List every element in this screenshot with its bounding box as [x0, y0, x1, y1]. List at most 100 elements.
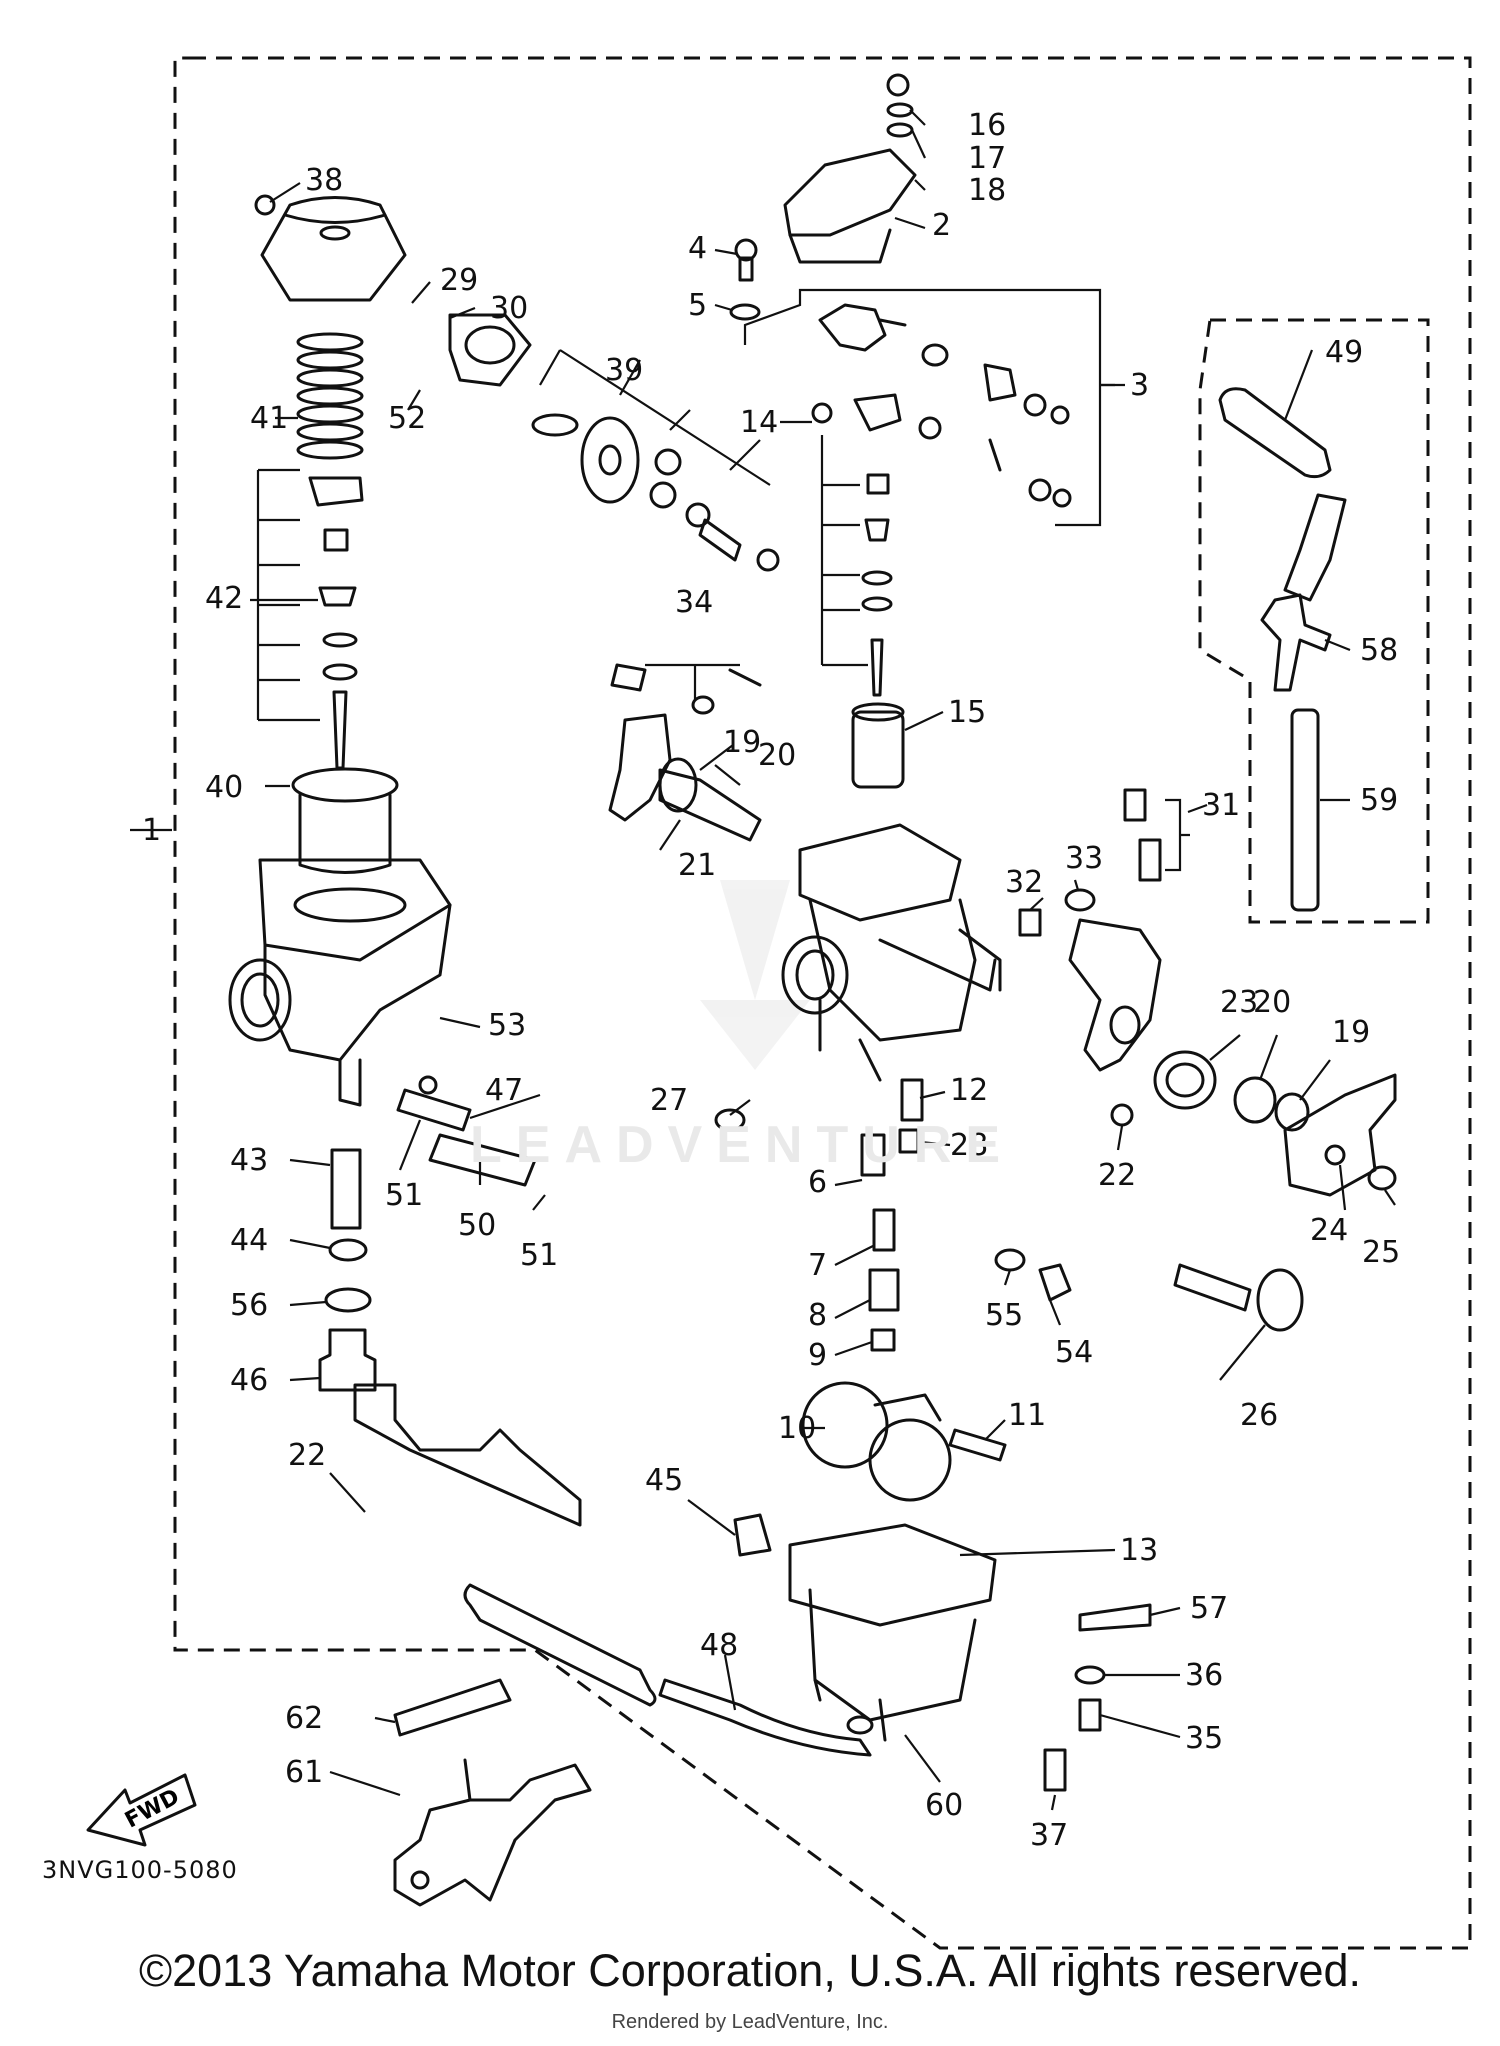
callout-44: 44: [230, 1223, 268, 1258]
callout-62: 62: [285, 1701, 323, 1736]
callout-55: 55: [985, 1298, 1023, 1333]
callout-19b: 19: [1332, 1015, 1370, 1050]
callout-7: 7: [808, 1248, 827, 1283]
callout-46: 46: [230, 1363, 268, 1398]
callout-21: 21: [678, 848, 716, 883]
left-carburetor-body: [228, 767, 452, 1107]
callout-28: 28: [950, 1128, 988, 1163]
piston-spring: [296, 332, 364, 460]
callout-32: 32: [1005, 865, 1043, 900]
callout-34: 34: [675, 585, 713, 620]
callout-48: 48: [700, 1628, 738, 1663]
small-fittings: [418, 1075, 1134, 1302]
main-carburetor-body: [781, 823, 1002, 1082]
bowl-fasteners: [846, 1603, 1152, 1792]
diagram-part-code: 3NVG100-5080: [42, 1856, 238, 1884]
callout-57: 57: [1190, 1591, 1228, 1626]
callout-47: 47: [485, 1073, 523, 1108]
bracket-39: [539, 349, 771, 486]
callout-24: 24: [1310, 1213, 1348, 1248]
callout-38: 38: [305, 163, 343, 198]
float-bowl: [733, 1513, 997, 1742]
bracket-42: [256, 468, 320, 722]
fwd-arrow-icon: FWD: [86, 1773, 197, 1847]
callout-11: 11: [1008, 1398, 1046, 1433]
callout-9: 9: [808, 1338, 827, 1373]
callout-58: 58: [1360, 633, 1398, 668]
callout-36: 36: [1185, 1658, 1223, 1693]
callout-14: 14: [740, 405, 778, 440]
callout-12: 12: [950, 1073, 988, 1108]
callout-22a: 22: [1098, 1158, 1136, 1193]
callout-5: 5: [688, 288, 707, 323]
bracket-14: [820, 435, 868, 667]
callout-60: 60: [925, 1788, 963, 1823]
callout-59: 59: [1360, 783, 1398, 818]
callout-41: 41: [250, 401, 288, 436]
callout-35: 35: [1185, 1721, 1223, 1756]
callout-49: 49: [1325, 335, 1363, 370]
throttle-shaft-group: [608, 663, 762, 842]
callout-43: 43: [230, 1143, 268, 1178]
callout-52: 52: [388, 401, 426, 436]
idle-screw-group: [1018, 788, 1162, 1072]
callout-29: 29: [440, 263, 478, 298]
callout-3: 3: [1130, 368, 1149, 403]
callout-33: 33: [1065, 841, 1103, 876]
callout-31: 31: [1202, 788, 1240, 823]
callout-25: 25: [1362, 1235, 1400, 1270]
screw-4-washer-5: [729, 238, 761, 321]
callout-26: 26: [1240, 1398, 1278, 1433]
float-assembly: [801, 1381, 1007, 1502]
throttle-spring-cluster: [1153, 1050, 1397, 1197]
callout-50: 50: [458, 1208, 496, 1243]
callout-6: 6: [808, 1165, 827, 1200]
jet-stack: [860, 1133, 900, 1352]
callout-39: 39: [605, 353, 643, 388]
callout-23: 23: [1220, 985, 1258, 1020]
callout-18: 18: [968, 173, 1006, 208]
callout-8: 8: [808, 1298, 827, 1333]
mounting-bracket: [353, 1383, 582, 1527]
callout-10: 10: [778, 1411, 816, 1446]
callout-27: 27: [650, 1083, 688, 1118]
callout-1: 1: [142, 813, 161, 848]
callout-17: 17: [968, 141, 1006, 176]
bracket-34: [645, 663, 740, 700]
leader-lines: [130, 109, 1396, 1811]
callout-13: 13: [1120, 1533, 1158, 1568]
hose-bracket-61: [393, 1678, 592, 1907]
callout-51a: 51: [385, 1178, 423, 1213]
callout-19a: 19: [723, 725, 761, 760]
accelerator-pump-group: [448, 313, 780, 572]
callout-54: 54: [1055, 1335, 1093, 1370]
watermark-text: LEADVENTURE: [470, 1116, 1015, 1174]
bracket-31: [1165, 798, 1190, 872]
callout-16: 16: [968, 108, 1006, 143]
callout-40: 40: [205, 770, 243, 805]
callout-20a: 20: [758, 738, 796, 773]
callout-51b: 51: [520, 1238, 558, 1273]
assembly-boundary: [173, 56, 1472, 1950]
top-cap: [783, 73, 917, 264]
drain-stack: [318, 1148, 377, 1392]
linkage-kit-3: [818, 303, 1072, 508]
callout-15: 15: [948, 695, 986, 730]
rendered-by-credit: Rendered by LeadVenture, Inc.: [611, 2011, 889, 2033]
callout-61: 61: [285, 1755, 323, 1790]
callout-4: 4: [688, 231, 707, 266]
callout-30: 30: [490, 291, 528, 326]
callout-56: 56: [230, 1288, 268, 1323]
callout-22b: 22: [288, 1438, 326, 1473]
fuel-hose-group: [1218, 387, 1347, 912]
watermark-logo: [700, 880, 810, 1070]
callout-53: 53: [488, 1008, 526, 1043]
top-cover: [254, 194, 407, 302]
hose-group-boundary: [1198, 318, 1430, 924]
callout-37: 37: [1030, 1818, 1068, 1853]
callout-45: 45: [645, 1463, 683, 1498]
jet-needle-stack: [308, 476, 364, 770]
copyright-notice: ©2013 Yamaha Motor Corporation, U.S.A. A…: [138, 1945, 1362, 1996]
callout-2: 2: [932, 208, 951, 243]
